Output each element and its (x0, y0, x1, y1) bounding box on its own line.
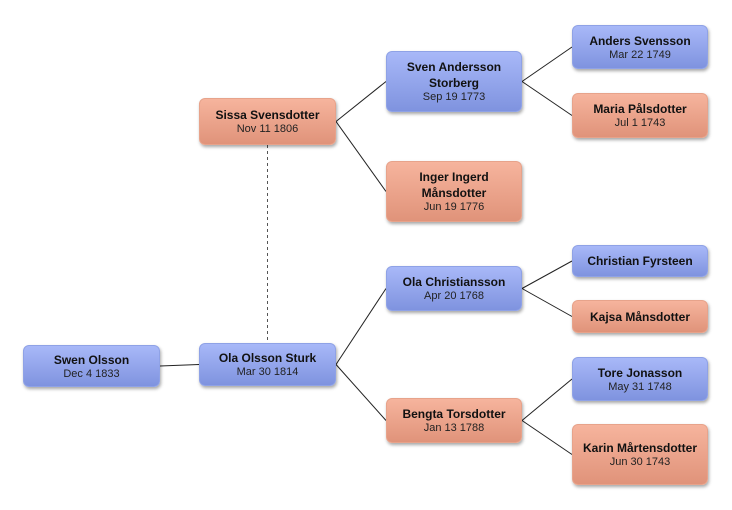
parent-link-swen_olsson-ola_olsson_sturk (159, 364, 200, 367)
person-name: Anders Svensson (589, 33, 691, 48)
person-date: Dec 4 1833 (63, 367, 120, 380)
person-name: Christian Fyrsteen (587, 254, 693, 268)
person-date: Apr 20 1768 (424, 290, 484, 302)
parent-link-sven_andersson-maria_palsdotter (521, 81, 573, 116)
person-christian-fyrsteen[interactable]: Christian Fyrsteen (572, 245, 708, 277)
person-kajsa-mansdotter[interactable]: Kajsa Månsdotter (572, 300, 708, 333)
person-name: Bengta Torsdotter (402, 407, 506, 421)
person-date: May 31 1748 (608, 380, 672, 393)
parent-link-sissa_svensdotter-inger_ingerd (335, 121, 387, 192)
person-date: Jan 13 1788 (423, 422, 485, 434)
person-maria-palsdotter[interactable]: Maria Pålsdotter Jul 1 1743 (572, 93, 708, 138)
person-inger-ingerd-mansdotter[interactable]: Inger Ingerd Månsdotter Jun 19 1776 (386, 161, 522, 222)
person-tore-jonasson[interactable]: Tore Jonasson May 31 1748 (572, 357, 708, 401)
person-name: Sissa Svensdotter (215, 108, 320, 122)
person-name: Ola Olsson Sturk (218, 351, 317, 365)
parent-link-sven_andersson-anders_svensson (521, 46, 573, 82)
person-name: Tore Jonasson (597, 365, 683, 380)
person-ola-olsson-sturk[interactable]: Ola Olsson Sturk Mar 30 1814 (199, 343, 336, 386)
person-date: Mar 22 1749 (609, 48, 671, 61)
person-date: Jun 19 1776 (423, 201, 485, 213)
parent-link-ola_olsson_sturk-ola_christiansson (335, 288, 387, 365)
parent-link-sissa_svensdotter-sven_andersson (335, 81, 387, 122)
parent-link-bengta_torsdotter-karin_martensdotter (521, 420, 573, 455)
person-name: Sven Andersson Storberg (406, 60, 502, 90)
person-sven-andersson-storberg[interactable]: Sven Andersson Storberg Sep 19 1773 (386, 51, 522, 112)
person-swen-olsson[interactable]: Swen Olsson Dec 4 1833 (23, 345, 160, 387)
person-date: Mar 30 1814 (236, 366, 299, 378)
parent-link-bengta_torsdotter-tore_jonasson (521, 378, 573, 421)
person-karin-martensdotter[interactable]: Karin Mårtensdotter Jun 30 1743 (572, 424, 708, 485)
person-name: Swen Olsson (53, 352, 130, 367)
person-ola-christiansson[interactable]: Ola Christiansson Apr 20 1768 (386, 266, 522, 311)
parent-link-ola_olsson_sturk-bengta_torsdotter (335, 364, 387, 421)
parent-link-ola_christiansson-kajsa_mansdotter (521, 288, 573, 317)
person-anders-svensson[interactable]: Anders Svensson Mar 22 1749 (572, 25, 708, 69)
person-name: Maria Pålsdotter (593, 102, 687, 116)
person-name: Karin Mårtensdotter (582, 441, 698, 455)
person-sissa-svensdotter[interactable]: Sissa Svensdotter Nov 11 1806 (199, 98, 336, 145)
person-date: Jun 30 1743 (609, 456, 671, 468)
person-date: Sep 19 1773 (422, 91, 486, 103)
person-name: Ola Christiansson (402, 275, 506, 289)
person-name: Inger Ingerd Månsdotter (419, 170, 489, 200)
parent-link-ola_christiansson-christian_fyrsteen (521, 260, 573, 289)
person-name: Kajsa Månsdotter (589, 309, 691, 324)
person-bengta-torsdotter[interactable]: Bengta Torsdotter Jan 13 1788 (386, 398, 522, 443)
person-date: Jul 1 1743 (614, 117, 666, 129)
person-date: Nov 11 1806 (236, 123, 299, 135)
